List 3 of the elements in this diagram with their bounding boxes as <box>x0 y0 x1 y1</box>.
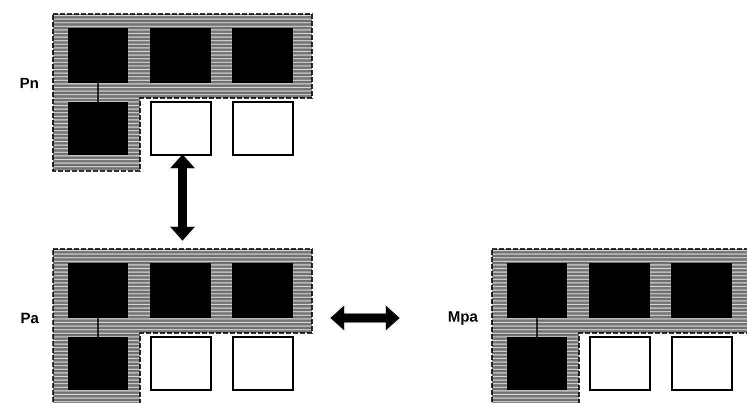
group-label: Pn <box>20 78 38 88</box>
group-label: Mpa <box>448 311 478 325</box>
group-label: Pa <box>21 312 39 324</box>
